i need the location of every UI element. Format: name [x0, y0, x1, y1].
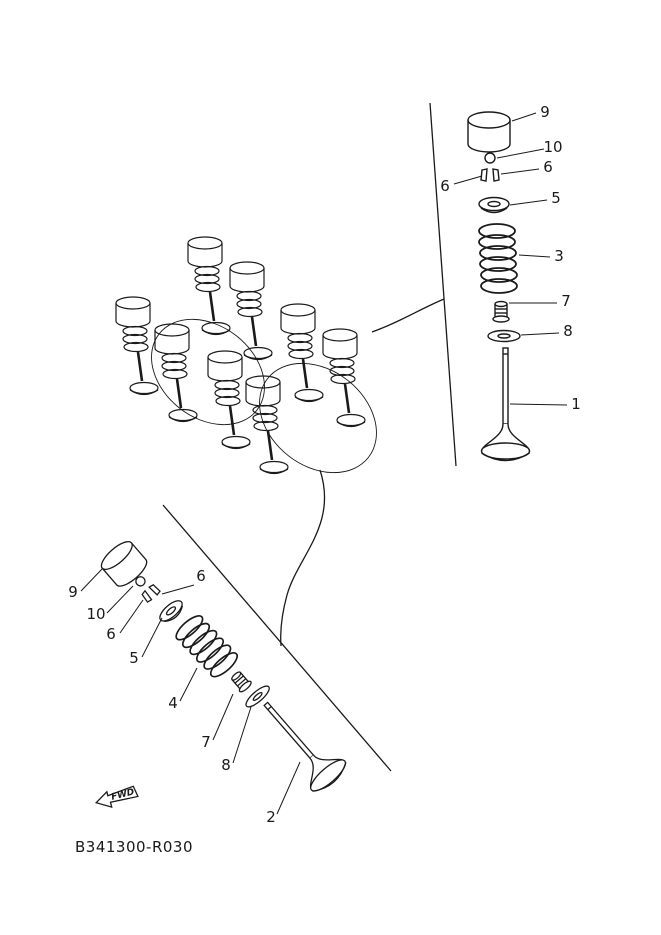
callout-label: 1: [571, 395, 581, 413]
callout-label: 9: [68, 583, 78, 601]
callout-label: 9: [540, 103, 550, 121]
callout-label: 7: [561, 292, 571, 310]
callout-label: 10: [86, 605, 105, 623]
leader-lines: [80, 112, 568, 815]
divider-lines: [162, 102, 457, 772]
valve-group-outline-right: [259, 362, 377, 474]
callout-label: 10: [543, 138, 562, 156]
callouts-top: 9 10 6 6 5 3 7 8 1: [440, 103, 581, 413]
callout-label: 6: [106, 625, 116, 643]
callouts-bottom: 9 10 6 6 5 4 7 8 2: [68, 567, 276, 826]
callout-label: 8: [563, 322, 573, 340]
callout-label: 6: [196, 567, 206, 585]
main-cylinder-head-view: [114, 235, 377, 475]
connector-curve-top: [371, 298, 445, 333]
divider-line-top-right: [429, 102, 457, 467]
valve-group-outline-left: [151, 318, 265, 426]
callout-label: 7: [201, 733, 211, 751]
fwd-arrow-shape: [94, 785, 139, 809]
callout-label: 5: [129, 649, 139, 667]
callout-label: 3: [554, 247, 564, 265]
fwd-label: FWD: [110, 787, 136, 803]
callout-label: 5: [551, 189, 561, 207]
fwd-arrow: FWD: [94, 785, 139, 809]
callout-label: 6: [543, 158, 553, 176]
connector-curve-bottom: [280, 469, 326, 647]
callout-label: 8: [221, 756, 231, 774]
part-code: B341300-R030: [75, 838, 193, 856]
callout-label: 6: [440, 177, 450, 195]
callout-label: 4: [168, 694, 178, 712]
callout-label: 2: [266, 808, 276, 826]
divider-line-bottom-left: [162, 504, 392, 772]
top-exploded-assembly: [467, 111, 531, 462]
